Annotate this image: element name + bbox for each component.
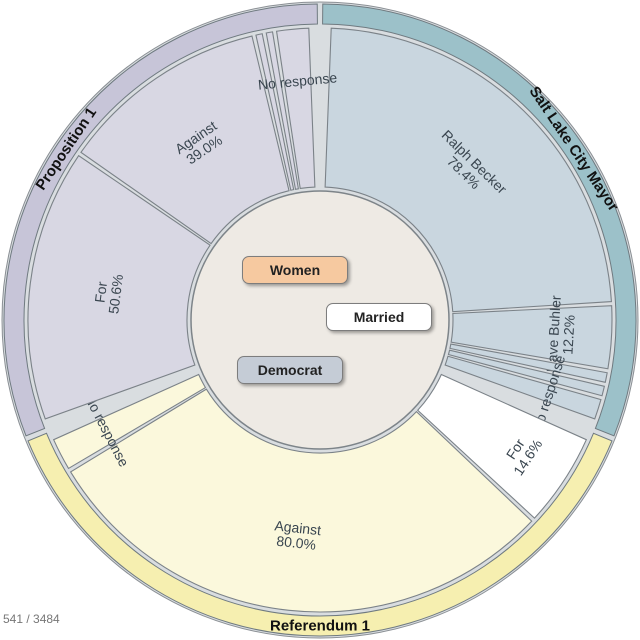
segment-proposition-1-item-3[interactable] (255, 33, 295, 191)
group-band-proposition-1[interactable] (3, 3, 318, 437)
segment-referendum-1-for[interactable] (416, 373, 588, 519)
filter-married-button[interactable]: Married (326, 303, 432, 331)
segment-referendum-1-against-label: Against (274, 517, 322, 538)
segment-salt-lake-city-mayor-dave-buhler[interactable] (450, 305, 613, 370)
segment-referendum-1-against[interactable] (69, 388, 533, 613)
segment-proposition-1-item-4[interactable] (265, 31, 300, 190)
segment-proposition-1-for[interactable] (27, 154, 211, 420)
group-band-salt-lake-city-mayor[interactable] (322, 3, 637, 437)
filter-women-button[interactable]: Women (242, 256, 348, 284)
group-label-referendum-1: Referendum 1 (270, 618, 370, 635)
segment-salt-lake-city-mayor-dave-buhler-pct: 12.2% (559, 314, 577, 355)
segment-referendum-1-against-pct: 80.0% (276, 533, 317, 553)
segment-referendum-1-no-response[interactable] (52, 373, 207, 470)
segment-salt-lake-city-mayor-item-3[interactable] (449, 343, 608, 383)
filter-democrat-button[interactable]: Democrat (237, 356, 343, 384)
segment-proposition-1-for-pct: 50.6% (105, 273, 126, 314)
record-counter: 541 / 3484 (3, 612, 60, 626)
segment-salt-lake-city-mayor-dave-buhler-label: Dave Buhler (543, 295, 564, 373)
segment-salt-lake-city-mayor-no-response[interactable] (444, 355, 602, 420)
segment-salt-lake-city-mayor-ralph-becker[interactable] (324, 27, 613, 313)
segment-proposition-1-no-response[interactable] (275, 27, 316, 190)
center-disc (190, 190, 450, 450)
segment-salt-lake-city-mayor-item-4[interactable] (447, 349, 606, 397)
group-band-referendum-1[interactable] (27, 432, 613, 637)
segment-proposition-1-no-response-label: No response (257, 69, 338, 92)
segment-proposition-1-against[interactable] (80, 35, 290, 245)
segment-proposition-1-for-label: For (91, 280, 110, 303)
